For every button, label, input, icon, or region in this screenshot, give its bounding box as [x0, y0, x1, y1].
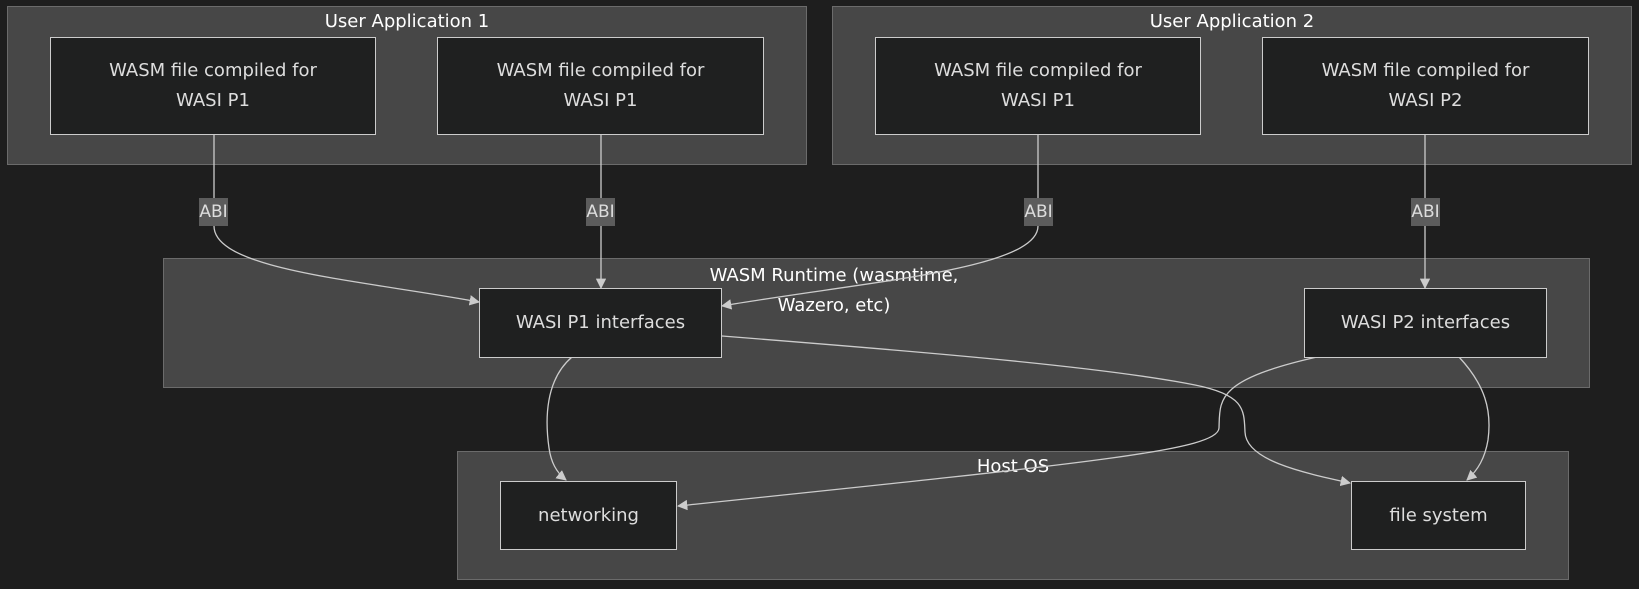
cluster-title: User Application 2 [1149, 11, 1315, 32]
node-label-line: WASI P1 [176, 90, 250, 111]
edge-label-abi: ABI [586, 198, 615, 226]
edge-app1a-to-wasi-p1 [213, 134, 479, 302]
node-label-line: WASM file compiled for [496, 60, 705, 81]
node-wasi-p2-interfaces: WASI P2 interfaces [1304, 288, 1547, 358]
node-app1-wasm-file-a: WASM file compiled for WASI P1 [50, 37, 376, 135]
edge-label-abi: ABI [199, 198, 228, 226]
node-app1-wasm-file-b: WASM file compiled for WASI P1 [437, 37, 764, 135]
node-file-system: file system [1351, 481, 1526, 550]
node-label: file system [1389, 504, 1488, 526]
cluster-title-line: WASM Runtime (wasmtime, [709, 265, 959, 286]
node-networking: networking [500, 481, 677, 550]
edge-wasi-p1-to-networking [546, 356, 573, 481]
node-label-line: WASM file compiled for [934, 60, 1142, 81]
node-app2-wasm-file-b: WASM file compiled for WASI P2 [1262, 37, 1589, 135]
cluster-title: WASM Runtime (wasmtime, Wazero, etc) [684, 261, 984, 321]
node-wasi-p1-interfaces: WASI P1 interfaces [479, 288, 722, 358]
edge-app2a-to-wasi-p1 [722, 134, 1039, 306]
cluster-title: User Application 1 [324, 11, 490, 32]
node-label: networking [538, 504, 639, 526]
edge-wasi-p2-to-file-system [1458, 356, 1490, 481]
edge-label-abi: ABI [1411, 198, 1440, 226]
cluster-title-line: Wazero, etc) [777, 295, 891, 316]
node-label-line: WASM file compiled for [1321, 60, 1530, 81]
node-app2-wasm-file-a: WASM file compiled for WASI P1 [875, 37, 1201, 135]
edge-wasi-p2-to-networking [676, 356, 1318, 511]
node-label-line: WASI P1 [1001, 90, 1075, 111]
node-label-line: WASI P2 [1388, 90, 1463, 111]
node-label: WASI P1 interfaces [515, 312, 686, 333]
node-label-line: WASI P1 [563, 90, 638, 111]
edge-wasi-p1-to-file-system [721, 335, 1352, 487]
node-label: WASI P2 interfaces [1340, 312, 1511, 333]
edge-label-abi: ABI [1024, 198, 1053, 226]
node-label-line: WASM file compiled for [109, 60, 317, 81]
